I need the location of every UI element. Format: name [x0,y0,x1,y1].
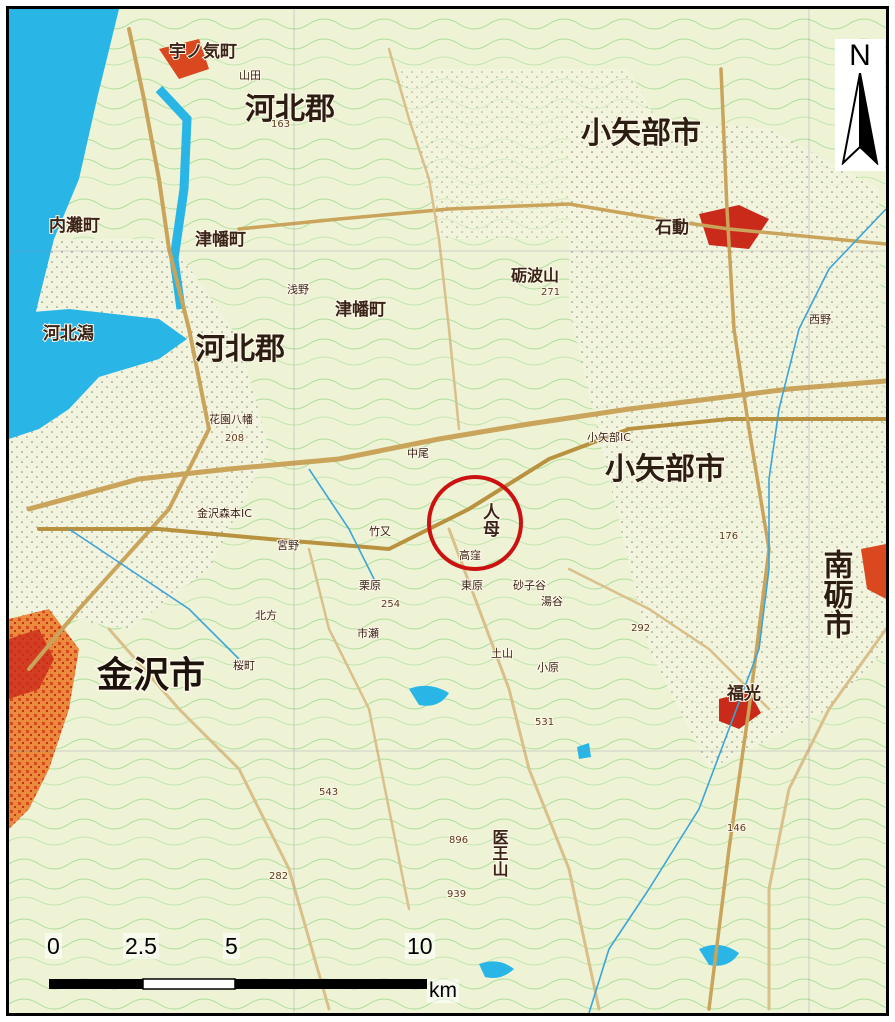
label-iozen: 医王山 [490,829,509,877]
label-ichise: 市瀬 [357,626,379,640]
kahokugata-lagoon [9,309,187,439]
ishidou-urban [699,205,769,249]
label-asano: 浅野 [287,283,309,296]
label-tsubata-town: 津幡町 [195,229,246,250]
label-elev-282: 282 [269,871,288,882]
label-tonamiyama-elev: 271 [541,287,560,298]
river-west [68,528,240,660]
lake-1 [409,685,449,706]
label-kobarudani: 小原 [537,661,559,674]
road-north-2 [387,47,461,431]
label-hokuta: 北方 [255,608,277,622]
label-toyama: 土山 [491,647,513,660]
label-yuwaku: 湯谷 [541,595,563,608]
label-kahoku-district-mid: 河北郡 [195,332,285,367]
nanto-urban [861,544,886,599]
road-valley [447,527,601,1011]
lake-4 [479,961,514,978]
scale-bar: 0 2.5 5 10 km [23,933,493,1013]
river-mid [308,468,380,590]
sea [9,9,119,409]
lake-3 [699,944,739,966]
label-sakurazaka: 桜町 [233,658,255,672]
label-morimoto-ic: 金沢森本IC [197,506,252,520]
label-hitoyama: 人母 [479,503,500,538]
label-oyabe-city-top: 小矢部市 [581,116,701,151]
label-hananomura: 花園八幡 [209,412,253,426]
label-taketsu: 竹又 [369,524,391,538]
label-kanazawa-city: 金沢市 [96,654,205,696]
scale-tick-5: 5 [223,933,240,959]
map-frame: 金沢市 小矢部市 小矢部市 河北郡 河北郡 津幡町 津幡町 内灘町 宇ノ気町 南… [6,6,889,1016]
label-nishi: 西野 [809,313,831,326]
label-elev-176: 176 [719,531,738,542]
label-elev-146: 146 [727,823,746,834]
label-uchinada-town: 内灘町 [49,215,100,236]
road-route8 [37,417,886,552]
scale-unit: km [427,979,459,1003]
label-yamada: 山田 [239,69,261,82]
label-sunako: 砂子谷 [513,579,546,592]
paddy-east [569,109,886,769]
road-west-valley [107,627,331,1011]
label-oyabe-city-mid: 小矢部市 [605,452,725,487]
label-elev-292: 292 [631,623,650,634]
label-tsubata-town-mid: 津幡町 [335,299,386,320]
road-mid [307,547,411,911]
label-kurihara: 栗原 [359,579,381,592]
paddy-oyabe [399,69,689,239]
north-letter: N [849,39,871,72]
label-elev-208: 208 [225,433,244,444]
scale-tick-10: 10 [405,933,435,959]
label-kahokugata: 河北潟 [43,323,94,344]
label-tonamiyama: 砺波山 [511,266,559,285]
road-coastal [27,27,212,671]
topographic-map: 金沢市 小矢部市 小矢部市 河北郡 河北郡 津幡町 津幡町 内灘町 宇ノ気町 南… [9,9,886,1013]
label-kahoku-district-top: 河北郡 [245,92,335,127]
label-takase: 高窪 [459,548,481,562]
label-hanaoka: 宮野 [277,538,299,552]
label-elev-531: 531 [535,717,554,728]
road-link [567,567,771,711]
label-fukumitsu: 福光 [726,683,761,704]
label-elev-163: 163 [271,119,290,130]
label-elev-254: 254 [381,599,400,610]
label-nakao: 中尾 [407,447,429,460]
unoke-urban [159,39,209,79]
label-unoke-town: 宇ノ気町 [169,41,237,62]
scale-tick-2-5: 2.5 [123,933,159,959]
road-east-south [767,627,886,1011]
lake-2 [577,743,591,759]
highlight-circle [427,475,523,571]
scale-tick-0: 0 [45,933,62,959]
road-hokuriku [26,378,886,512]
road-ns-oyabe [707,67,771,1011]
label-nanto-city: 南砺市 [818,549,854,639]
label-shirahata-elev: 896 [449,835,468,846]
label-higashi: 東原 [461,579,483,592]
scale-bar-graphic [49,978,427,990]
label-elev-543: 543 [319,787,338,798]
label-iozen-elev: 939 [447,889,466,900]
north-arrow-icon [841,73,879,165]
label-ishidou: 石動 [654,217,689,238]
north-arrow-box: N [835,39,885,171]
river-oyabe [588,208,886,1013]
label-oyabe-ic: 小矢部IC [587,430,631,444]
